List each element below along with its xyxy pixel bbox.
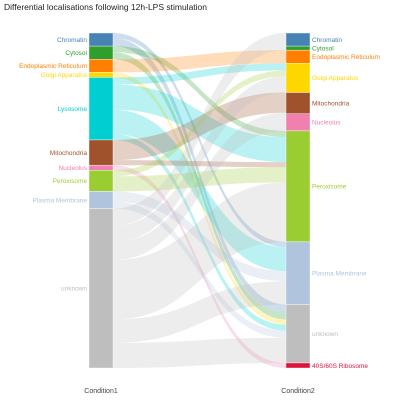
flow-plasma-membrane-to-plasma-membrane: [113, 191, 286, 282]
right-label-unknown: unknown: [312, 331, 338, 338]
flow-plasma-membrane-to-unknown: [113, 201, 286, 338]
flow-unknown-to-unknown: [113, 337, 286, 368]
left-label-golgi-apparatus: Golgi Apparatus: [41, 72, 88, 79]
left-node-peroxisome: [88, 170, 114, 192]
right-label-plasma-membrane: Plasma Membrane: [312, 270, 367, 277]
right-node-unknown: [285, 304, 311, 364]
right-node-golgi-apparatus: [285, 63, 311, 93]
left-label-unknown: unknown: [61, 286, 87, 293]
right-label-cytosol: Cytosol: [312, 45, 334, 52]
right-label-golgi-apparatus: Golgi Apparatus: [312, 75, 359, 82]
right-node-cytosol: [285, 45, 311, 51]
flow-lysosome-to-unknown: [113, 133, 286, 331]
left-node-nucleolus: [88, 164, 114, 171]
chart-title: Differential localisations following 12h…: [4, 2, 208, 12]
right-node-40s-60s-ribosome: [285, 362, 311, 369]
flow-endoplasmic-reticulum-to-endoplasmic-reticulum: [113, 50, 286, 73]
left-label-lysosome: Lysosome: [58, 106, 88, 113]
right-node-peroxisome: [285, 130, 311, 243]
right-node-chromatin: [285, 32, 311, 47]
left-node-cytosol: [88, 45, 114, 60]
left-node-plasma-membrane: [88, 191, 114, 209]
left-label-nucleolus: Nucleolus: [58, 165, 87, 172]
left-label-endoplasmic-reticulum: Endoplasmic Reticulum: [19, 63, 87, 70]
right-node-endoplasmic-reticulum: [285, 49, 311, 64]
flow-unknown-to-nucleolus: [113, 113, 286, 261]
flow-cytosol-to-unknown: [113, 52, 286, 320]
axis-label-condition1: Condition1: [84, 388, 118, 395]
left-node-endoplasmic-reticulum: [88, 59, 114, 73]
flow-layer: [113, 33, 286, 368]
right-label-nucleolus: Nucleolus: [312, 120, 341, 127]
flow-nucleolus-to-40s-60s-ribosome: [113, 165, 286, 368]
flow-cytosol-to-peroxisome: [113, 46, 286, 137]
left-label-plasma-membrane: Plasma Membrane: [32, 197, 87, 204]
flow-chromatin-to-plasma-membrane: [113, 33, 286, 247]
flow-lysosome-to-plasma-membrane: [113, 109, 286, 272]
left-node-lysosome: [88, 77, 114, 141]
left-node-unknown: [88, 208, 114, 369]
flow-unknown-to-cytosol: [113, 46, 286, 226]
left-label-cytosol: Cytosol: [65, 50, 87, 57]
flow-unknown-to-mitochondria: [113, 112, 286, 243]
right-label-endoplasmic-reticulum: Endoplasmic Reticulum: [312, 54, 380, 61]
right-label-mitochondria: Mitochondria: [312, 100, 350, 107]
flow-mitochondria-to-peroxisome: [113, 160, 286, 168]
left-label-chromatin: Chromatin: [57, 37, 87, 44]
flow-unknown-to-chromatin: [113, 33, 286, 222]
left-label-mitochondria: Mitochondria: [50, 150, 88, 157]
axis-label-condition2: Condition2: [281, 388, 315, 395]
right-node-mitochondria: [285, 92, 311, 114]
right-node-plasma-membrane: [285, 241, 311, 305]
flow-unknown-to-peroxisome: [113, 182, 286, 320]
left-label-peroxisome: Peroxisome: [53, 178, 88, 185]
flow-unknown-to-golgi-apparatus: [113, 76, 286, 242]
flow-peroxisome-to-golgi-apparatus: [113, 70, 286, 177]
left-node-chromatin: [88, 32, 114, 47]
left-node-golgi-apparatus: [88, 72, 114, 78]
flow-golgi-apparatus-to-unknown: [113, 72, 286, 325]
flow-lysosome-to-peroxisome: [113, 84, 286, 163]
right-label-peroxisome: Peroxisome: [312, 184, 347, 191]
flow-unknown-to-plasma-membrane: [113, 281, 286, 343]
node-layer: [88, 32, 311, 369]
flow-lysosome-to-golgi-apparatus: [113, 63, 286, 85]
left-node-mitochondria: [88, 139, 114, 166]
right-label-chromatin: Chromatin: [312, 37, 342, 44]
flow-peroxisome-to-peroxisome: [113, 167, 286, 192]
right-node-nucleolus: [285, 113, 311, 132]
flow-chromatin-to-unknown: [113, 38, 286, 313]
right-label-40s-60s-ribosome: 40S/60S Ribosome: [312, 363, 368, 370]
flow-mitochondria-to-mitochondria: [113, 92, 286, 161]
